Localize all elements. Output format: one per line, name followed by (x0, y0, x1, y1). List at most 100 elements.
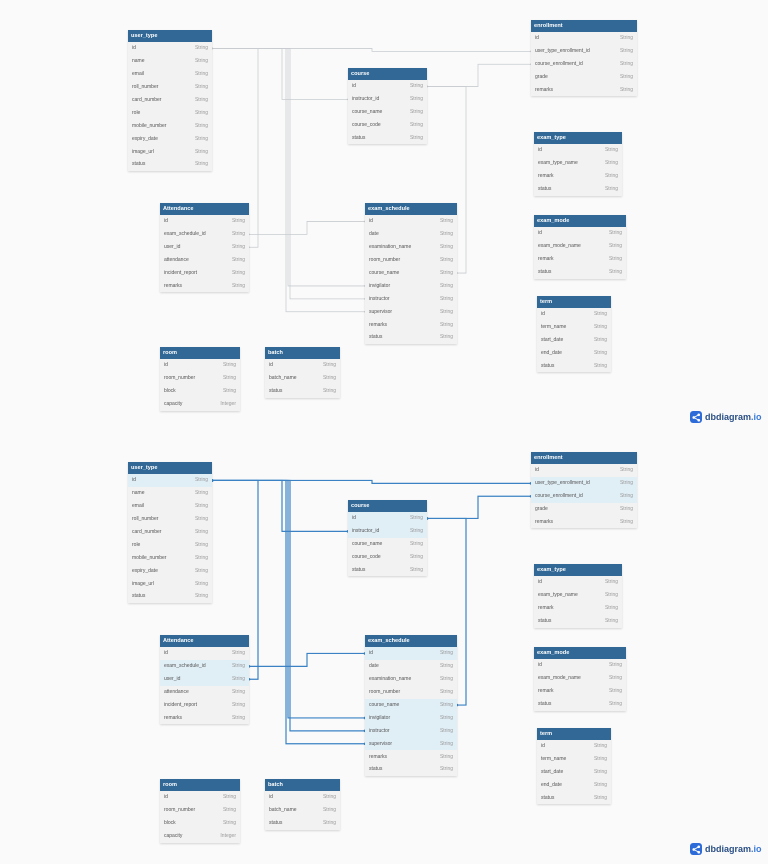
table-header[interactable]: batch (265, 347, 340, 359)
table-header[interactable]: course (348, 500, 427, 512)
dbdiagram-logo[interactable]: dbdiagram.io (690, 843, 762, 855)
table-header[interactable]: enrollment (531, 20, 637, 32)
table-header[interactable]: enrollment (531, 452, 637, 464)
table-header[interactable]: exam_type (534, 132, 622, 144)
table-header[interactable]: course (348, 68, 427, 80)
table-header[interactable]: room (160, 779, 240, 791)
table-header[interactable]: batch (265, 779, 340, 791)
table-header[interactable]: exam_schedule (365, 635, 457, 647)
table-header[interactable]: Attendance (160, 203, 249, 215)
table-header[interactable]: room (160, 347, 240, 359)
dbdiagram-logo[interactable]: dbdiagram.io (690, 411, 762, 423)
table-header[interactable]: exam_schedule (365, 203, 457, 215)
table-header[interactable]: exam_type (534, 564, 622, 576)
table-header[interactable]: term (537, 728, 611, 740)
